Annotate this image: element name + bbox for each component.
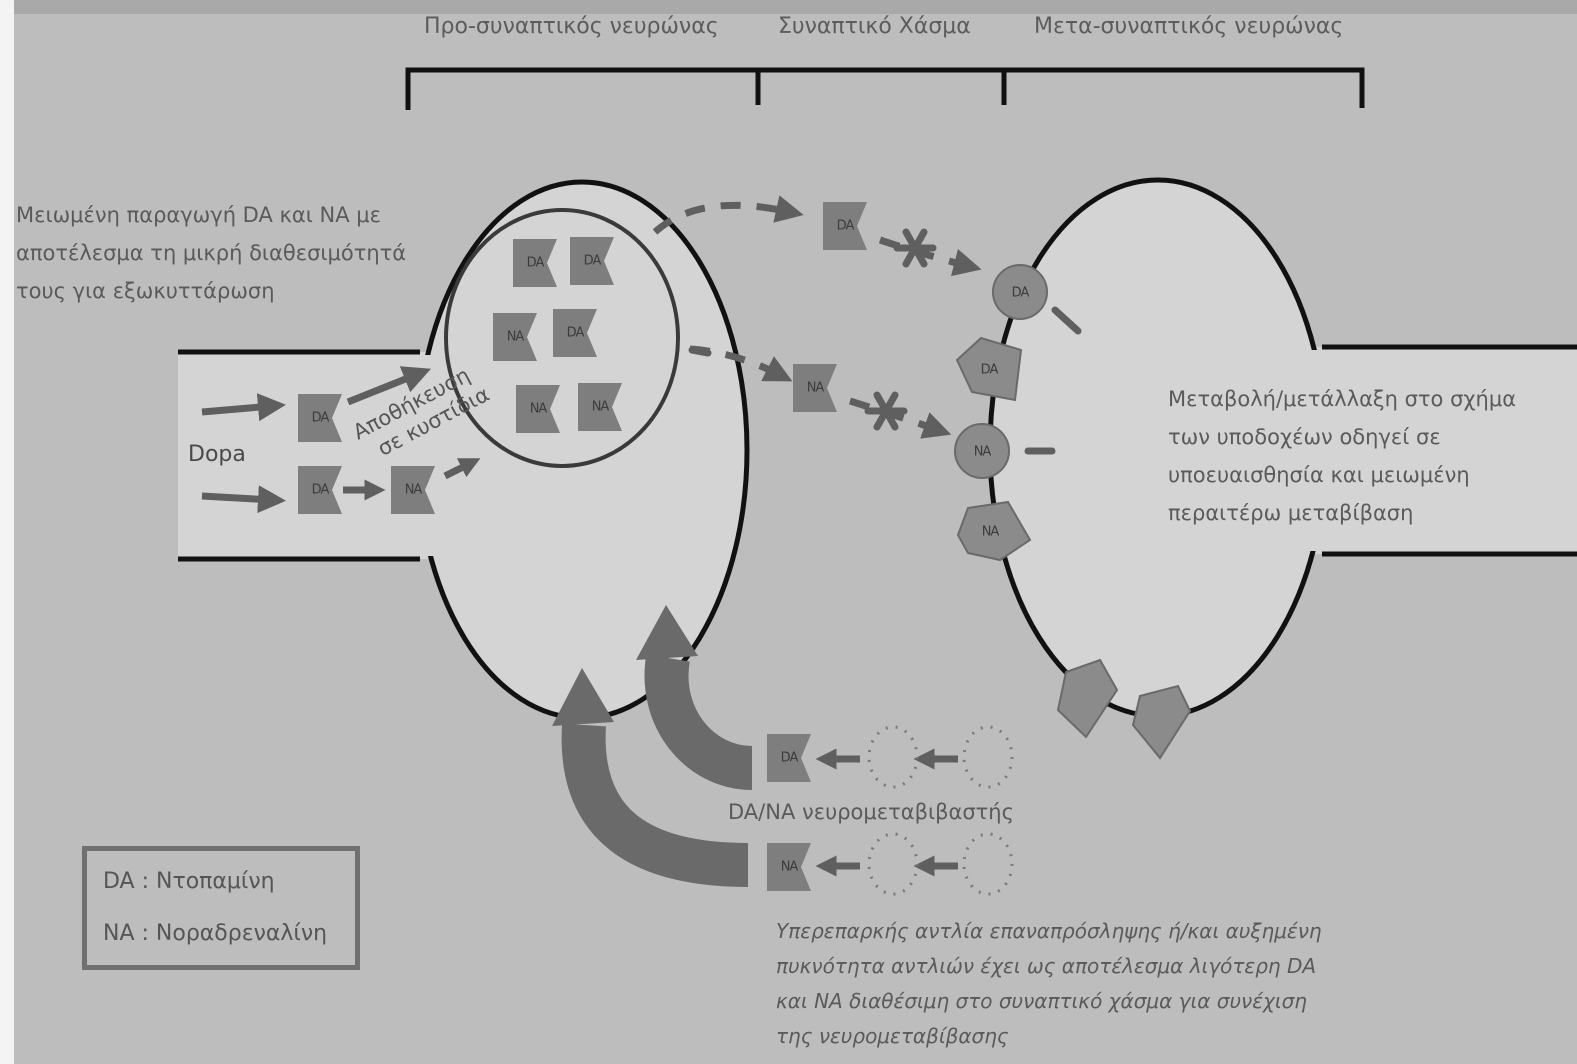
svg-text:NA: NA: [530, 402, 548, 417]
legend-na: NA : Νοραδρεναλίνη: [103, 921, 328, 946]
top-band: [14, 0, 1577, 14]
note-line: τους για εξωκυττάρωση: [16, 279, 275, 303]
svg-text:DA: DA: [1012, 286, 1030, 301]
reuptake-pump: [962, 725, 1014, 789]
note-line: υποευαισθησία και μειωμένη: [1168, 463, 1470, 487]
neurotransmitter-molecules: DA DA NA DA NA NA DA DA: [298, 202, 867, 891]
dopa-label: Dopa: [188, 442, 246, 467]
svg-text:DA: DA: [312, 411, 330, 426]
molecule-na: NA: [578, 383, 622, 431]
postsynaptic-neuron: [987, 177, 1577, 719]
svg-text:DA: DA: [312, 483, 330, 498]
postsynaptic-receptors: [954, 264, 1192, 760]
note-line: της νευρομεταβίβασης: [776, 1024, 1009, 1048]
molecule-da: DA: [553, 309, 597, 357]
svg-text:NA: NA: [507, 330, 525, 345]
note-production: Μειωμένη παραγωγή DA και NA με αποτέλεσμ…: [16, 196, 406, 310]
molecule-na: NA: [516, 385, 560, 433]
molecule-da: DA: [823, 202, 867, 250]
reuptake-pump: [962, 832, 1014, 896]
svg-text:DA: DA: [567, 326, 585, 341]
receptor-minus-marks: [688, 306, 1082, 455]
receptor-labels: DA DA NA NA: [974, 286, 1031, 540]
molecule-da: DA: [298, 466, 342, 514]
svg-text:NA: NA: [974, 445, 992, 460]
legend-da: DA : Ντοπαμίνη: [103, 869, 275, 894]
molecule-da: DA: [570, 237, 614, 285]
header-bracket: [405, 67, 1365, 110]
note-line: περαιτέρω μεταβίβαση: [1168, 501, 1414, 525]
transporter-label: DA/NA νευρομεταβιβαστής: [728, 800, 1014, 824]
note-line: Μειωμένη παραγωγή DA και NA με: [16, 203, 381, 227]
svg-text:NA: NA: [405, 483, 423, 498]
note-line: πυκνότητα αντλιών έχει ως αποτέλεσμα λιγ…: [776, 954, 1317, 978]
svg-text:DA: DA: [527, 256, 545, 271]
svg-text:NA: NA: [807, 381, 825, 396]
blocked-signal-marks: [864, 228, 937, 431]
svg-text:NA: NA: [592, 400, 610, 415]
note-line: αποτέλεσμα τη μικρή διαθεσιμότητά: [16, 241, 407, 265]
molecule-na: NA: [391, 466, 435, 514]
note-line: των υποδοχέων οδηγεί σε: [1168, 425, 1441, 449]
svg-text:DA: DA: [981, 363, 999, 378]
molecule-na: NA: [767, 843, 811, 891]
molecule-da: DA: [767, 734, 811, 782]
svg-text:DA: DA: [781, 751, 799, 766]
receptor-da-round: [992, 264, 1048, 320]
reuptake-pumps: [867, 725, 1014, 896]
reuptake-pump: [867, 725, 919, 789]
header-postsynaptic: Μετα-συναπτικός νευρώνας: [1034, 14, 1344, 39]
transporter-arrows: [815, 748, 958, 877]
reuptake-pump: [867, 832, 919, 896]
receptor-altered-right: [1131, 684, 1192, 760]
legend-box: DA : Ντοπαμίνη NA : Νοραδρεναλίνη: [82, 846, 360, 970]
receptor-na-round: [954, 423, 1010, 479]
header-synaptic-cleft: Συναπτικό Χάσμα: [778, 14, 971, 39]
synthesis-arrows: [201, 366, 481, 514]
receptor-altered-left: [1056, 658, 1119, 739]
svg-text:DA: DA: [837, 219, 855, 234]
molecule-na: NA: [493, 313, 537, 361]
svg-text:DA: DA: [584, 254, 602, 269]
note-reuptake: Υπερεπαρκής αντλία επαναπρόσληψης ή/και …: [776, 914, 1322, 1054]
note-line: Μεταβολή/μετάλλαξη στο σχήμα: [1168, 387, 1517, 411]
molecule-da: DA: [513, 239, 557, 287]
receptor-da-pentagon: [955, 336, 1023, 402]
svg-text:NA: NA: [982, 525, 1000, 540]
header-presynaptic: Προ-συναπτικός νευρώνας: [424, 14, 719, 39]
note-receptors: Μεταβολή/μετάλλαξη στο σχήμα των υποδοχέ…: [1168, 380, 1516, 532]
page-edge: [0, 0, 14, 1064]
note-line: και NA διαθέσιμη στο συναπτικό χάσμα για…: [776, 989, 1307, 1013]
reuptake-arrows: [552, 605, 754, 887]
molecule-na: NA: [793, 364, 837, 412]
molecule-da: DA: [298, 394, 342, 442]
receptor-na-pentagon: [956, 500, 1032, 562]
synaptic-vesicle: [444, 208, 680, 468]
svg-text:NA: NA: [781, 860, 799, 875]
note-line: Υπερεπαρκής αντλία επαναπρόσληψης ή/και …: [776, 919, 1322, 943]
